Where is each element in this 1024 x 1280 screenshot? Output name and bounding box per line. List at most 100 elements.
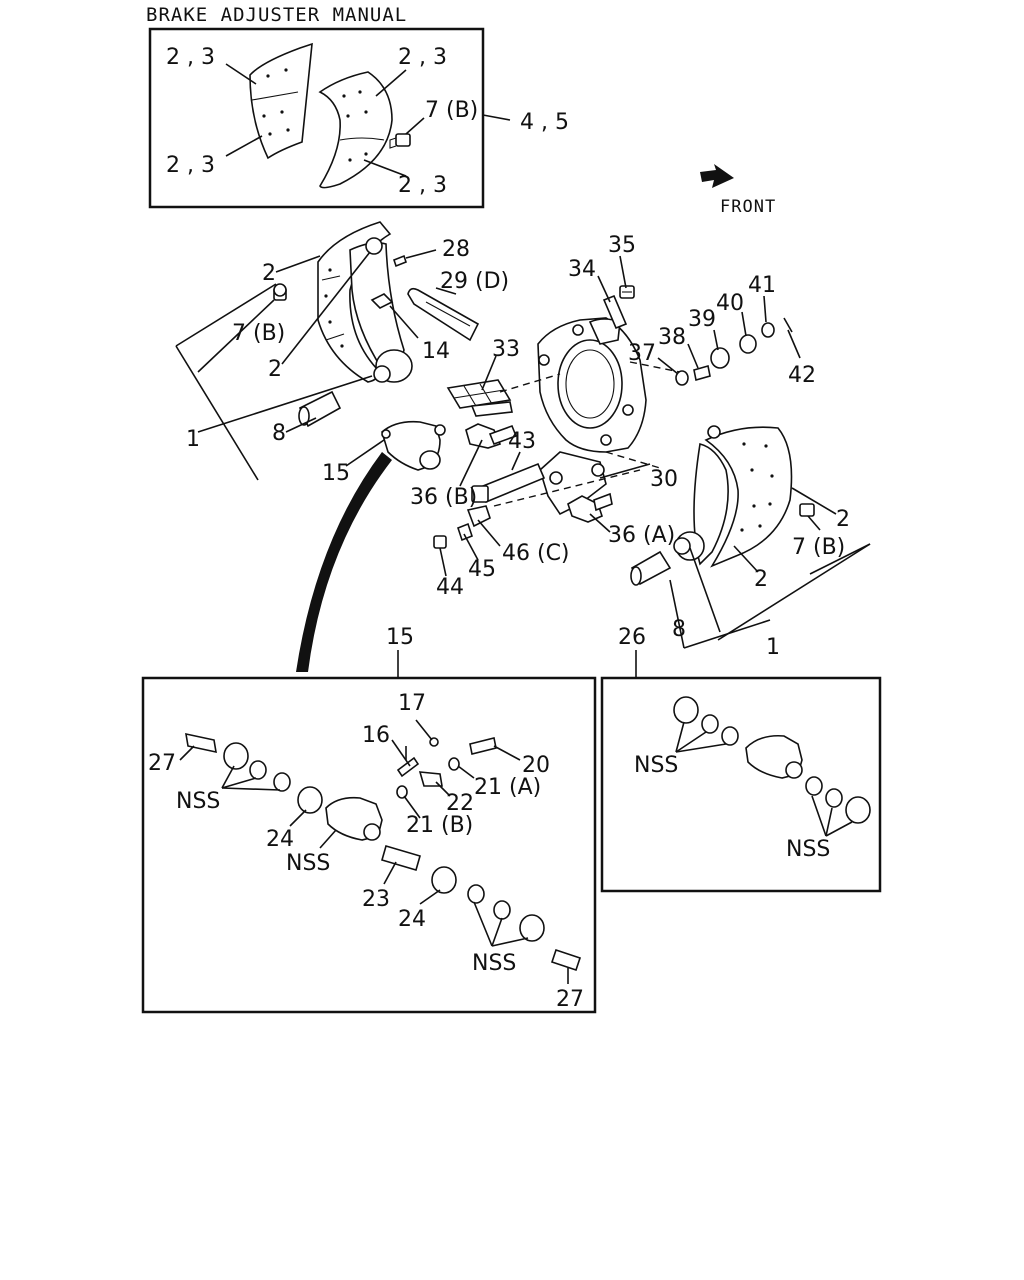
- brake-shoe-left: [317, 221, 413, 383]
- label-38: 38: [658, 325, 686, 350]
- box15-label-16: 16: [362, 723, 390, 748]
- lining-assembly-label: 4 , 5: [520, 110, 569, 135]
- label-8-left: 8: [272, 421, 286, 446]
- box15-label-27-bottom: 27: [556, 987, 584, 1012]
- rivet-icon: [389, 133, 411, 149]
- cotter-pin-42-icon: [783, 317, 793, 333]
- kit-seal-ring-top-icon: [701, 714, 719, 734]
- bleeder-16-icon: [396, 756, 420, 778]
- kit-seal-cup-top-icon: [673, 696, 699, 724]
- bushing-39-icon: [710, 347, 730, 369]
- lining-inset: 2 , 3 2 , 3 2 , 3 2 , 3 7 (B) 4 , 5: [148, 27, 569, 209]
- box15-label-20: 20: [522, 753, 550, 778]
- brake-lining-right: [318, 71, 393, 189]
- bolt-20-icon: [469, 737, 497, 755]
- pin-14-icon: [370, 293, 394, 309]
- rivet-label: 7 (B): [425, 98, 478, 123]
- wheel-cylinder-detail-box: 15: [141, 625, 597, 1014]
- label-43: 43: [508, 429, 536, 454]
- rivet-right-icon: [799, 503, 815, 517]
- wheel-cylinder-15-icon: [381, 420, 446, 471]
- label-14: 14: [422, 339, 450, 364]
- lining-label-2-3-b: 2 , 3: [398, 45, 447, 70]
- kit-seal-ring-bottom-icon: [825, 788, 843, 808]
- box15-label-24-top: 24: [266, 827, 294, 852]
- box-26-ref: 26: [618, 625, 646, 650]
- pin-8-left-icon: [298, 390, 342, 428]
- washer-37-icon: [675, 370, 689, 386]
- front-label: FRONT: [720, 197, 776, 217]
- shim-33-icon: [446, 379, 513, 417]
- label-30: 30: [650, 467, 678, 492]
- box-15-frame: [141, 676, 597, 1014]
- bolt-44-icon: [433, 535, 447, 549]
- adjuster-bracket: [539, 451, 607, 516]
- label-33: 33: [492, 337, 520, 362]
- label-46c: 46 (C): [502, 541, 570, 566]
- spring-23-icon: [381, 845, 421, 871]
- adjuster-screw-43-icon: [471, 462, 546, 504]
- brake-lining-left: [249, 42, 313, 160]
- label-34: 34: [568, 257, 596, 282]
- label-40: 40: [716, 291, 744, 316]
- seal-cup-top-icon: [223, 742, 249, 770]
- lining-inset-frame: [148, 27, 485, 209]
- plate-45-icon: [457, 522, 473, 542]
- label-42: 42: [788, 363, 816, 388]
- bolt-35-icon: [619, 285, 635, 299]
- seal-cup-bottom-icon: [519, 914, 545, 942]
- rivet-left-icon: [273, 283, 287, 301]
- label-7b-left: 7 (B): [232, 321, 285, 346]
- seal-ring-bottom-icon: [493, 900, 511, 920]
- seal-ring-top-icon: [249, 760, 267, 780]
- seal-kit-detail-box: 26 NSS NSS: [600, 625, 882, 893]
- label-41: 41: [748, 273, 776, 298]
- box15-label-21a: 21 (A): [474, 775, 541, 800]
- label-35: 35: [608, 233, 636, 258]
- lever-36b-icon: [465, 423, 518, 449]
- label-1-right: 1: [766, 635, 780, 660]
- piston-24-bottom-icon: [431, 866, 457, 894]
- seal-washer-top-icon: [273, 772, 291, 792]
- kit-seal-cup-bottom-icon: [845, 796, 871, 824]
- washer-21a-icon: [448, 757, 460, 771]
- label-44: 44: [436, 575, 464, 600]
- pin-27-bottom-icon: [550, 948, 582, 972]
- label-7b-right: 7 (B): [792, 535, 845, 560]
- label-36b: 36 (B): [410, 485, 477, 510]
- backing-plate: [537, 317, 647, 453]
- box15-nss-bottom: NSS: [472, 951, 516, 976]
- box15-nss-middle: NSS: [286, 851, 330, 876]
- box15-label-17: 17: [398, 691, 426, 716]
- label-37: 37: [628, 341, 656, 366]
- box26-nss-top: NSS: [634, 753, 678, 778]
- brake-shoe-right: [673, 425, 793, 568]
- spring-pin-28-icon: [393, 254, 407, 268]
- label-2-b: 2: [268, 357, 282, 382]
- label-45: 45: [468, 557, 496, 582]
- label-15: 15: [322, 461, 350, 486]
- box26-nss-bottom: NSS: [786, 837, 830, 862]
- kit-seal-washer-top-icon: [721, 726, 739, 746]
- label-39: 39: [688, 307, 716, 332]
- box15-label-23: 23: [362, 887, 390, 912]
- bracket-34-icon: [602, 294, 628, 330]
- lining-label-2-3-c: 2 , 3: [166, 153, 215, 178]
- kit-cylinder-body-icon: [745, 734, 803, 779]
- label-8-right: 8: [672, 617, 686, 642]
- clip-46c-icon: [466, 505, 491, 528]
- washer-40-icon: [739, 334, 757, 354]
- spring-38-icon: [693, 364, 711, 382]
- lining-label-2-3-a: 2 , 3: [166, 45, 215, 70]
- label-2-right: 2: [836, 507, 850, 532]
- washer-41-icon: [761, 322, 775, 338]
- lining-label-2-3-d: 2 , 3: [398, 173, 447, 198]
- front-arrow-icon: [700, 164, 734, 188]
- pin-27-top-icon: [185, 732, 217, 754]
- piston-24-top-icon: [297, 786, 323, 814]
- box15-nss-top: NSS: [176, 789, 220, 814]
- main-exploded-view: 2 7 (B) 2 1 8 15 28 29 (D) 14 33 34 35 3…: [175, 221, 871, 672]
- detail-callout-arrow-icon: [296, 452, 392, 672]
- label-2-right-low: 2: [754, 567, 768, 592]
